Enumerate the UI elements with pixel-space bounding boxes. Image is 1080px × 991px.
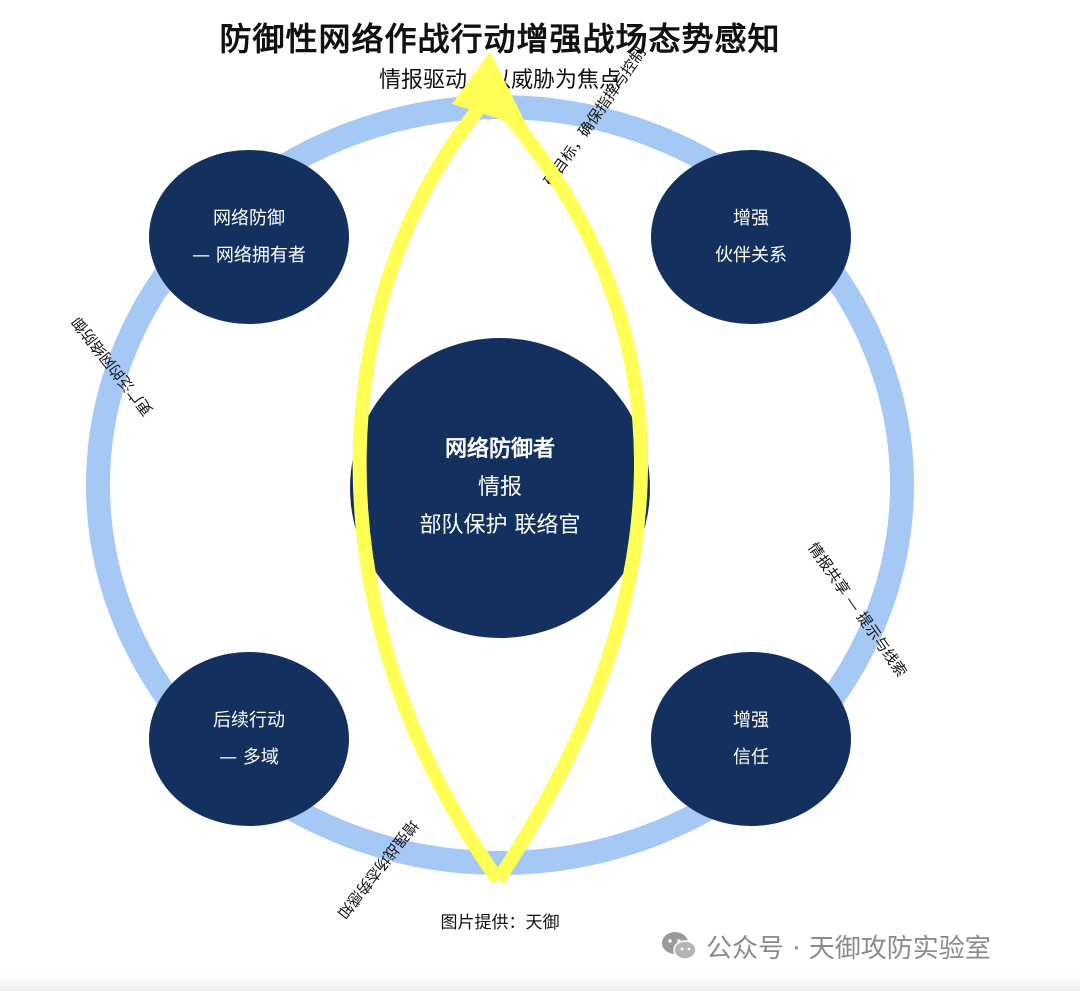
- page-subtitle: 情报驱动，以威胁为焦点: [378, 68, 621, 93]
- bottom-bar: [0, 975, 1080, 991]
- node-line: 信任: [733, 747, 769, 768]
- wechat-icon: [662, 932, 697, 960]
- node-line: — 网络拥有者: [192, 245, 306, 266]
- watermark-text: 公众号 · 天御攻防实验室: [706, 933, 991, 964]
- node-line: 增强: [733, 710, 769, 731]
- node-cyber-defender: 网络防御者 情报 部队保护 联络官: [350, 338, 650, 638]
- node-network-defense: 网络防御 — 网络拥有者: [149, 150, 349, 324]
- node-line: 伙伴关系: [715, 245, 787, 266]
- watermark: 公众号 · 天御攻防实验室: [660, 928, 991, 964]
- image-credit: 图片提供：天御: [440, 913, 560, 933]
- page-title: 防御性网络作战行动增强战场态势感知: [219, 20, 781, 58]
- node-partnership: 增强 伙伴关系: [651, 150, 851, 324]
- node-line: — 多域: [219, 747, 279, 768]
- node-line: 增强: [733, 208, 769, 229]
- node-line: 情报: [477, 475, 522, 500]
- node-line: 后续行动: [213, 710, 285, 731]
- node-follow-up: 后续行动 — 多域: [149, 652, 349, 826]
- node-trust: 增强 信任: [651, 652, 851, 826]
- node-line: 网络防御者: [444, 437, 555, 462]
- node-line: 部队保护 联络官: [419, 513, 581, 538]
- node-line: 网络防御: [213, 208, 285, 229]
